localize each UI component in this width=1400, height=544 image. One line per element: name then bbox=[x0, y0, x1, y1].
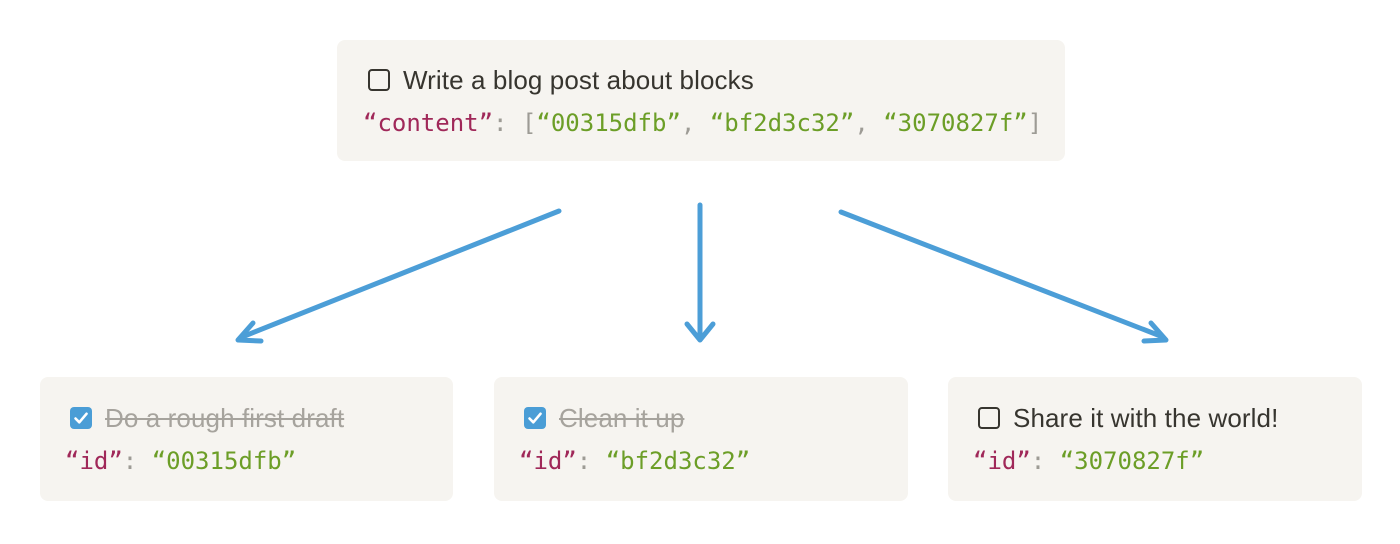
code-string: “00315dfb” bbox=[151, 447, 297, 475]
arrow-down-right-icon bbox=[838, 209, 1169, 344]
code-punctuation: , bbox=[680, 109, 710, 137]
code-string: “bf2d3c32” bbox=[605, 447, 751, 475]
child-block-card-1: Do a rough first draft “id”: “00315dfb” bbox=[40, 377, 453, 501]
todo-label: Write a blog post about blocks bbox=[403, 65, 754, 95]
parent-block-card: Write a blog post about blocks “content”… bbox=[337, 40, 1065, 161]
child-block-card-3: Share it with the world! “id”: “3070827f… bbox=[948, 377, 1362, 501]
code-punctuation: : bbox=[1030, 447, 1060, 475]
checkmark-icon bbox=[528, 412, 542, 424]
todo-row: Clean it up bbox=[524, 403, 884, 433]
checked-checkbox-icon[interactable] bbox=[70, 407, 92, 429]
code-line: “id”: “00315dfb” bbox=[65, 445, 429, 477]
code-line: “content”: [“00315dfb”, “bf2d3c32”, “307… bbox=[363, 107, 1042, 139]
code-punctuation: , bbox=[854, 109, 884, 137]
code-string: “bf2d3c32” bbox=[709, 109, 855, 137]
code-string: “00315dfb” bbox=[536, 109, 681, 137]
todo-label: Share it with the world! bbox=[1013, 403, 1279, 433]
code-string: “3070827f” bbox=[883, 109, 1028, 137]
unchecked-checkbox-icon[interactable] bbox=[368, 69, 390, 91]
code-key: “id” bbox=[519, 447, 577, 475]
todo-row: Share it with the world! bbox=[978, 403, 1338, 433]
todo-label: Do a rough first draft bbox=[105, 403, 345, 433]
code-punctuation: ] bbox=[1027, 109, 1043, 137]
checkmark-icon bbox=[74, 412, 88, 424]
code-punctuation: : bbox=[576, 447, 606, 475]
unchecked-checkbox-icon[interactable] bbox=[978, 407, 1000, 429]
code-key: “id” bbox=[973, 447, 1031, 475]
code-key: “id” bbox=[65, 447, 123, 475]
arrow-down-icon bbox=[684, 202, 716, 343]
code-string: “3070827f” bbox=[1059, 447, 1205, 475]
child-block-card-2: Clean it up “id”: “bf2d3c32” bbox=[494, 377, 908, 501]
arrow-down-left-icon bbox=[235, 208, 562, 344]
todo-row: Do a rough first draft bbox=[70, 403, 429, 433]
code-line: “id”: “bf2d3c32” bbox=[519, 445, 884, 477]
code-punctuation: : [ bbox=[493, 109, 537, 137]
code-punctuation: : bbox=[122, 447, 152, 475]
todo-row: Write a blog post about blocks bbox=[368, 65, 1037, 95]
code-line: “id”: “3070827f” bbox=[973, 445, 1338, 477]
todo-label: Clean it up bbox=[559, 403, 685, 433]
checked-checkbox-icon[interactable] bbox=[524, 407, 546, 429]
code-key: “content” bbox=[363, 109, 494, 137]
